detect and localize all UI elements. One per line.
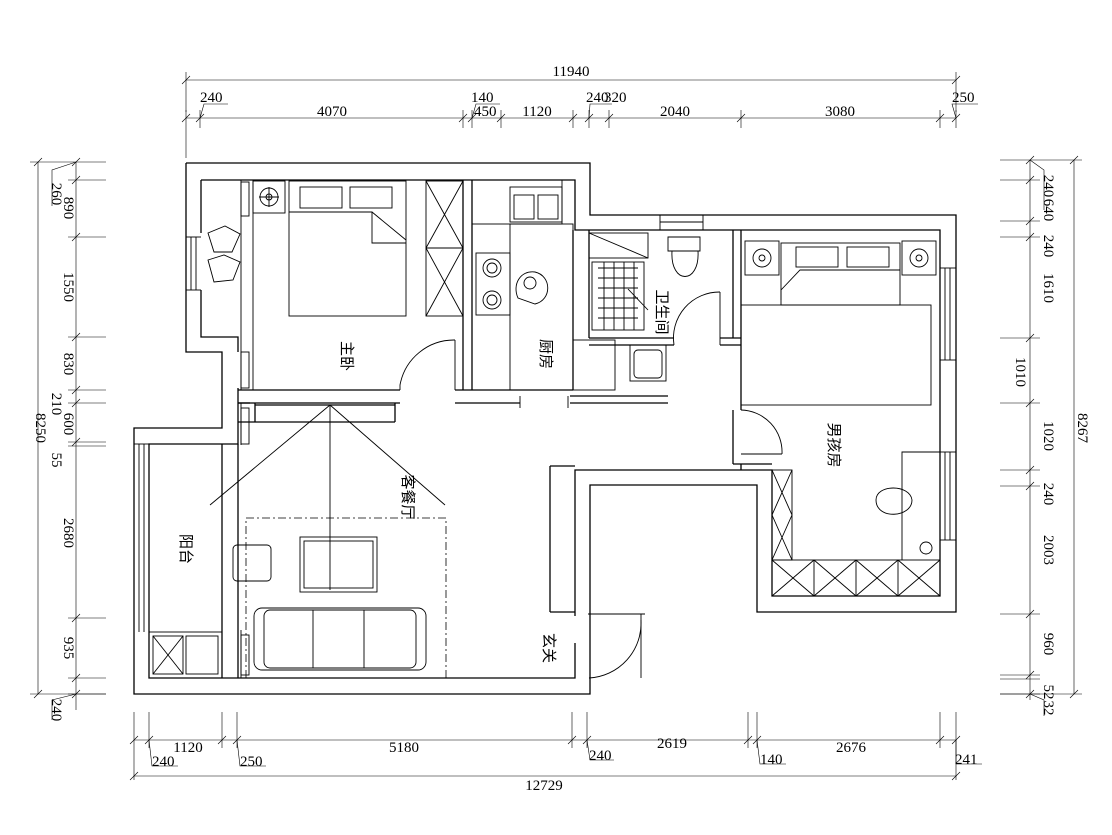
room-label-kitchen: 厨房 (537, 339, 555, 369)
dim-left-5: 210 (48, 393, 64, 416)
dim-top-8: 2040 (660, 104, 690, 120)
dim-bottom-5: 240 (589, 748, 612, 764)
room-label-bathroom: 卫生间 (653, 289, 671, 334)
dim-top-5: 1120 (522, 104, 551, 120)
room-label-living-dining: 客餐厅 (399, 474, 417, 519)
boys-room-furniture (740, 240, 941, 597)
dim-bottom-3: 250 (240, 754, 263, 770)
dim-right-10: 52 (1040, 685, 1056, 700)
dim-top-7: 320 (604, 90, 627, 106)
dim-left-7: 55 (48, 453, 64, 468)
doors (399, 291, 783, 679)
dim-bottom-8: 2676 (836, 740, 867, 756)
dim-right-3: 240 (1040, 235, 1056, 258)
dim-left-4: 830 (60, 353, 76, 376)
room-label-entrance: 玄关 (540, 633, 558, 663)
dim-bottom-1: 240 (152, 754, 175, 770)
dim-right-2: 640 (1040, 199, 1056, 222)
dim-right-6: 1020 (1040, 421, 1056, 451)
dim-bottom-4: 5180 (389, 740, 419, 756)
dim-left-10: 240 (48, 699, 64, 722)
dimension-labels-top: 11940 240 4070 140 450 1120 240 320 2040… (200, 64, 975, 120)
room-label-balcony: 阳台 (177, 534, 195, 564)
dimension-lines (30, 72, 1082, 781)
dim-right-11: 32 (1040, 701, 1056, 716)
dim-top-2: 4070 (317, 104, 347, 120)
dim-left-8: 2680 (60, 518, 76, 548)
bathroom-furniture (588, 232, 701, 382)
dimension-labels-right: 8267 240 640 240 1610 1010 1020 240 2003… (1012, 175, 1090, 716)
dim-left-9: 935 (60, 637, 76, 660)
dim-bottom-9: 241 (955, 752, 978, 768)
dim-left-3: 1550 (60, 272, 76, 302)
dim-right-1: 240 (1040, 175, 1056, 198)
dim-top-1: 240 (200, 90, 223, 106)
dim-left-overall: 8250 (32, 413, 48, 443)
dim-top-overall: 11940 (553, 64, 590, 80)
dim-left-2: 890 (60, 197, 76, 220)
dim-top-4: 450 (474, 104, 497, 120)
living-furniture (148, 403, 447, 679)
dim-bottom-7: 140 (760, 752, 783, 768)
dim-left-1: 260 (48, 183, 64, 206)
dim-top-6: 240 (586, 90, 609, 106)
dim-top-3: 140 (471, 90, 494, 106)
dim-top-9: 3080 (825, 104, 855, 120)
kitchen-furniture (471, 179, 616, 391)
dimension-labels-left: 8250 260 890 1550 830 210 600 55 2680 93… (32, 183, 76, 722)
dim-right-8: 2003 (1040, 535, 1056, 565)
room-labels: 主卧 厨房 卫生间 客餐厅 阳台 男孩房 玄关 (177, 289, 843, 663)
dim-bottom-6: 2619 (657, 736, 687, 752)
master-bedroom-furniture (207, 180, 464, 390)
dim-bottom-2: 1120 (173, 740, 202, 756)
room-label-boys-room: 男孩房 (825, 422, 843, 467)
dim-top-10: 250 (952, 90, 975, 106)
dim-right-9: 960 (1040, 633, 1056, 656)
dim-right-7: 240 (1040, 483, 1056, 506)
dim-right-overall: 8267 (1074, 413, 1090, 444)
dim-bottom-overall: 12729 (525, 778, 563, 794)
windows (134, 215, 956, 632)
dimension-labels-bottom: 240 1120 250 5180 240 2619 140 2676 241 … (152, 736, 978, 794)
room-label-master-bedroom: 主卧 (338, 341, 356, 371)
dim-right-5: 1010 (1012, 357, 1028, 387)
dim-right-4: 1610 (1040, 273, 1056, 303)
dim-left-6: 600 (60, 413, 76, 436)
